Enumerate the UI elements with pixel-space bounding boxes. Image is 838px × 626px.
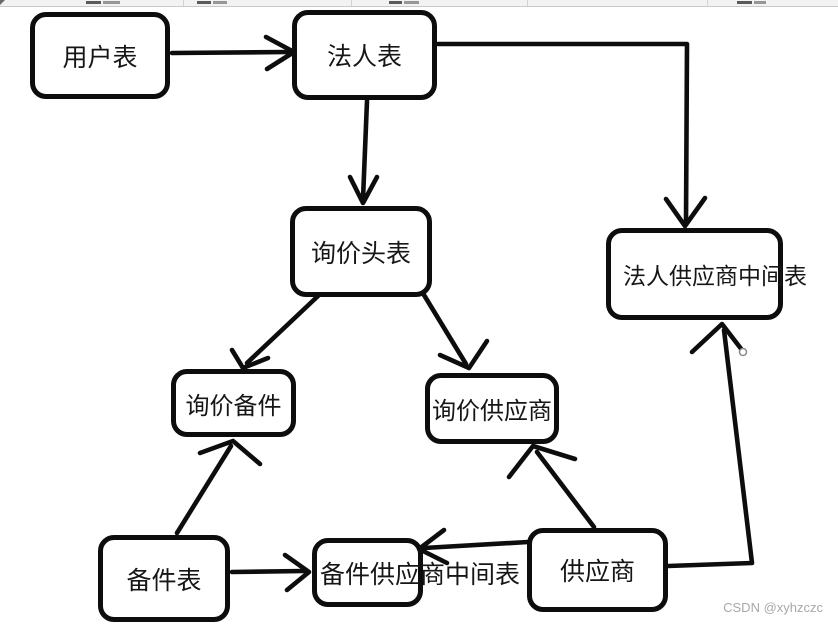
node-inquiry-header-table[interactable]: 询价头表 [290,206,432,297]
node-label: 询价头表 [310,239,411,268]
toolbar-fragment [404,1,419,4]
node-inquiry-parts[interactable]: 询价备件 [171,369,296,437]
node-label: 备件供应商中间表 [320,560,521,589]
node-legal-person-table[interactable]: 法人表 [292,10,437,100]
node-label: 备件表 [126,566,202,595]
node-label: 法人表 [326,43,402,71]
toolbar-divider [183,0,184,6]
toolbar-fragment [0,0,5,5]
node-legal-supplier-junction-table[interactable]: 法人供应商中间表 [606,228,807,320]
edge-user-table-to-legal-person-table [169,34,297,72]
toolbar-fragment [197,1,211,4]
edge-inquiry-header-table-to-inquiry-parts [229,293,321,371]
edge-parts-table-to-inquiry-parts [174,438,263,536]
edge-supplier-to-inquiry-supplier [506,443,597,530]
node-inquiry-supplier[interactable]: 询价供应商 [425,373,559,444]
toolbar-fragment [86,1,101,4]
node-supplier[interactable]: 供应商 [527,528,668,612]
stray-handle-dot [738,347,748,357]
node-label: 询价备件 [185,392,282,420]
toolbar-sliver [0,0,838,7]
node-label: 法人供应商中间表 [623,263,807,289]
toolbar-fragment [754,1,766,4]
toolbar-divider [527,0,528,6]
node-user-table[interactable]: 用户表 [30,12,170,99]
node-label: 询价供应商 [432,398,552,425]
node-parts-supplier-junction-table[interactable]: 备件供应商中间表 [312,538,520,607]
toolbar-fragment [103,1,120,4]
node-parts-table[interactable]: 备件表 [98,535,230,622]
edge-parts-table-to-parts-supplier-junction-table [229,552,312,593]
toolbar-fragment [389,1,402,4]
edge-legal-person-table-to-inquiry-header-table [347,98,380,206]
toolbar-divider [351,0,352,6]
node-label: 供应商 [559,558,635,586]
edge-inquiry-header-table-to-inquiry-supplier [421,292,490,371]
csdn-watermark: CSDN @xyhzczc [723,600,823,615]
toolbar-divider [707,0,708,6]
edge-legal-person-table-to-legal-supplier-junction-table [435,41,708,229]
toolbar-fragment [737,1,752,4]
node-label: 用户表 [62,43,138,72]
edge-supplier-to-legal-supplier-junction-table [665,321,755,569]
toolbar-fragment [213,1,227,4]
